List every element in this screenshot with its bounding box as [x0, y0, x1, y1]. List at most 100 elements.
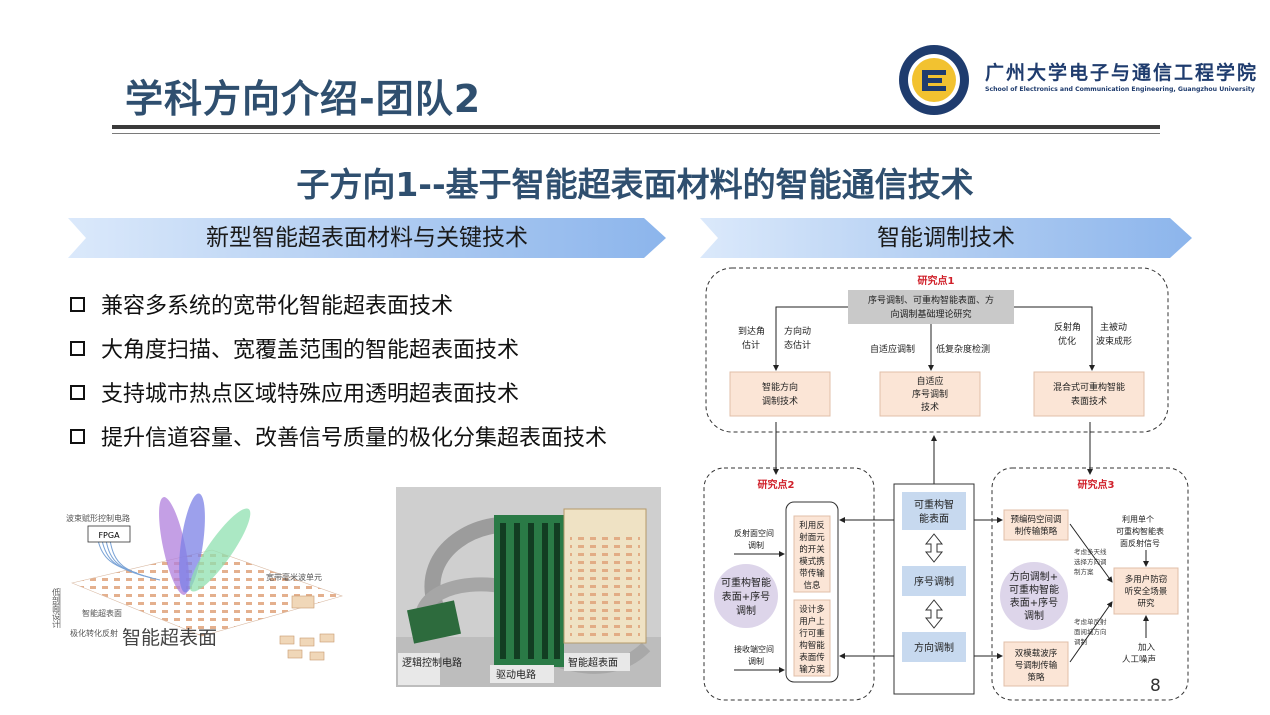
svg-text:信息: 信息 [803, 580, 821, 591]
checkbox-icon [70, 428, 85, 444]
svg-text:向调制基础理论研究: 向调制基础理论研究 [890, 308, 971, 320]
school-name-cn: 广州大学电子与通信工程学院 [985, 62, 1259, 84]
svg-text:到达角: 到达角 [738, 325, 765, 337]
section-subtitle: 子方向1--基于智能超表面材料的智能通信技术 [296, 165, 974, 204]
bullet-item: 兼容多系统的宽带化智能超表面技术 [70, 282, 607, 326]
rp3-security-box [1113, 567, 1179, 615]
adaptive-seq-box [879, 371, 981, 417]
svg-text:接收端空间: 接收端空间 [734, 644, 774, 654]
rp1-label: 研究点1 [918, 274, 955, 287]
svg-text:自适应: 自适应 [916, 375, 943, 387]
middle-column [893, 483, 975, 695]
svg-text:自适应调制: 自适应调制 [870, 343, 915, 355]
smart-direction-box [729, 371, 831, 417]
svg-text:的开关: 的开关 [799, 544, 825, 555]
beam-lobe [189, 508, 251, 592]
banner-left-arrow-shape [68, 218, 666, 258]
metasurface-illustration: FPGA 波束赋形控制电路 低剖面设计 宽带毫米波单元 智能超表面 极化转化反射… [52, 493, 343, 661]
svg-text:选择方向调: 选择方向调 [1074, 557, 1107, 566]
rp3-precoding-box [1003, 509, 1069, 541]
svg-text:优化: 优化 [1058, 335, 1076, 347]
svg-text:反射角: 反射角 [1054, 321, 1081, 333]
rp2-ris-seq-circle [714, 564, 778, 628]
svg-text:制传输策略: 制传输策略 [1015, 526, 1058, 537]
checkbox-icon [70, 340, 85, 356]
metasurface-caption: 智能超表面 [122, 627, 217, 649]
svg-text:低复杂度检测: 低复杂度检测 [936, 343, 990, 355]
svg-text:考虑单反射: 考虑单反射 [1074, 617, 1107, 626]
bullet-item: 提升信道容量、改善信号质量的极化分集超表面技术 [70, 414, 607, 458]
svg-text:人工噪声: 人工噪声 [1122, 654, 1156, 665]
svg-text:序号调制: 序号调制 [914, 575, 954, 588]
svg-text:表面+序号: 表面+序号 [1010, 596, 1058, 609]
svg-text:预编码空间调: 预编码空间调 [1010, 514, 1061, 525]
mid-dir-box [902, 632, 966, 662]
svg-text:可重构智: 可重构智 [914, 498, 954, 511]
svg-text:反射面空间: 反射面空间 [734, 528, 774, 538]
svg-text:可重构智能: 可重构智能 [721, 576, 771, 589]
svg-text:序号调制: 序号调制 [912, 388, 948, 400]
svg-text:射面元: 射面元 [799, 532, 825, 543]
svg-text:可重构智能表: 可重构智能表 [1116, 526, 1164, 536]
svg-text:双模载波序: 双模载波序 [1015, 648, 1058, 659]
svg-text:面阅城方向: 面阅城方向 [1074, 627, 1107, 636]
rp3-dual-mode-box [1003, 641, 1069, 687]
svg-text:用户上: 用户上 [799, 616, 825, 627]
rp2-block-1 [793, 515, 831, 593]
rp3-combo-circle [1000, 562, 1068, 630]
driver-circuit-label: 驱动电路 [496, 668, 536, 681]
hybrid-ris-box [1033, 371, 1145, 417]
svg-text:调制: 调制 [736, 604, 756, 617]
mid-seq-box [902, 566, 966, 596]
core-theory-box [848, 290, 1014, 324]
svg-text:表面传: 表面传 [799, 652, 825, 663]
metasurface-plane [71, 549, 343, 637]
svg-text:多用户防窃: 多用户防窃 [1125, 574, 1168, 585]
svg-text:带传输: 带传输 [799, 568, 825, 579]
svg-text:混合式可重构智能: 混合式可重构智能 [1053, 381, 1125, 393]
logic-board [406, 600, 462, 644]
header-divider [112, 125, 1160, 129]
rp2-label: 研究点2 [758, 478, 795, 491]
svg-text:输方案: 输方案 [799, 664, 825, 675]
svg-text:调制: 调制 [748, 656, 764, 666]
beam-lobe [179, 493, 205, 593]
svg-text:调制: 调制 [1024, 609, 1044, 622]
svg-text:表面+序号: 表面+序号 [722, 590, 770, 603]
low-profile-label: 低剖面设计 [52, 587, 61, 629]
svg-text:态估计: 态估计 [784, 339, 811, 351]
university-logo [899, 45, 969, 115]
research-point-3-region [991, 467, 1189, 701]
school-name-en: School of Electronics and Communication … [985, 86, 1255, 93]
svg-text:听安全场景: 听安全场景 [1125, 586, 1168, 597]
header-divider-thin [112, 133, 1160, 134]
banner-right-arrow-shape [700, 218, 1192, 258]
control-circuit-label: 波束赋形控制电路 [66, 513, 130, 523]
svg-text:调制技术: 调制技术 [762, 395, 798, 407]
banner-right-text: 智能调制技术 [877, 225, 1015, 251]
svg-text:号调制传输: 号调制传输 [1015, 660, 1058, 671]
svg-text:构智能: 构智能 [799, 640, 825, 651]
svg-text:模式携: 模式携 [799, 556, 825, 567]
svg-text:主被动: 主被动 [1100, 321, 1127, 333]
rp2-stack [785, 501, 839, 683]
svg-text:制方案: 制方案 [1074, 567, 1094, 576]
logic-circuit-label: 逻辑控制电路 [402, 656, 462, 669]
svg-text:估计: 估计 [742, 339, 760, 351]
fpga-label: FPGA [98, 531, 120, 540]
metasurface-photo-label: 智能超表面 [568, 656, 618, 669]
svg-text:调制: 调制 [748, 540, 764, 550]
svg-text:可重构智能: 可重构智能 [1009, 583, 1059, 596]
page-number: 8 [1150, 676, 1161, 696]
svg-text:方向调制+: 方向调制+ [1010, 570, 1058, 583]
polarization-label: 极化转化反射 [70, 628, 118, 638]
checkbox-icon [70, 384, 85, 400]
banner-right: 智能调制技术 [700, 218, 1192, 258]
svg-text:研究: 研究 [1137, 598, 1155, 609]
svg-text:策略: 策略 [1027, 672, 1045, 683]
bullet-item: 支持城市热点区域特殊应用透明超表面技术 [70, 370, 607, 414]
smart-surface-small-label: 智能超表面 [82, 608, 122, 618]
page-title: 学科方向介绍-团队2 [125, 77, 482, 121]
svg-text:设计多: 设计多 [799, 604, 825, 615]
svg-text:能表面: 能表面 [919, 512, 949, 525]
